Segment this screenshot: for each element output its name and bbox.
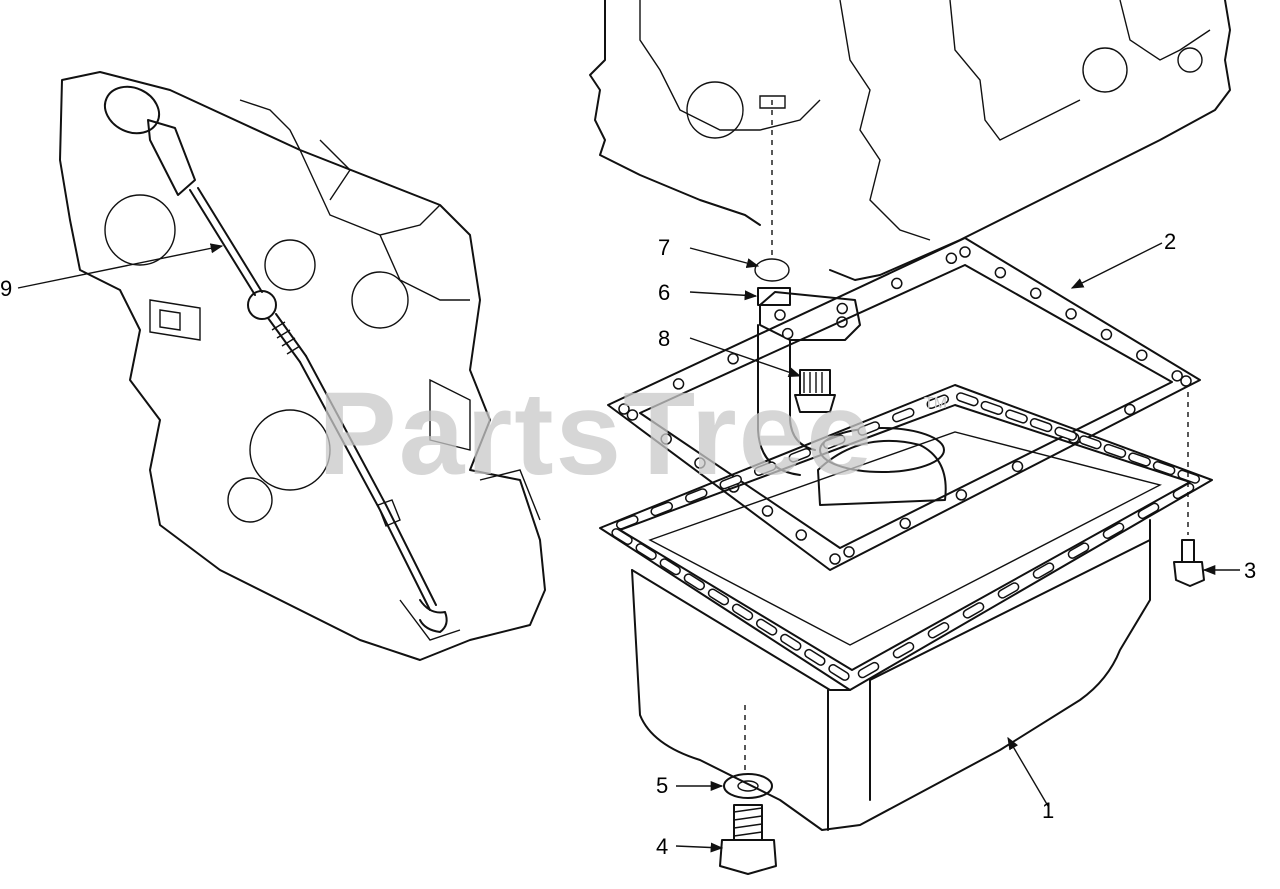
pan-flange-slot xyxy=(804,648,826,666)
gasket-bolt-hole xyxy=(1100,328,1113,341)
pan-flange-slot xyxy=(962,602,985,619)
callout-7[interactable]: 7 xyxy=(658,235,671,260)
callout-9[interactable]: 9 xyxy=(0,276,13,301)
gasket-bolt-hole xyxy=(626,409,639,421)
pan-flange-slot xyxy=(780,633,802,651)
oil-pan-gasket xyxy=(607,237,1201,571)
gasket-bolt-hole xyxy=(795,529,807,541)
pan-flange-slot xyxy=(635,543,657,561)
gasket-bolt-hole xyxy=(959,246,971,258)
pan-flange-slot xyxy=(1172,482,1195,500)
pan-flange-slot xyxy=(1152,461,1176,476)
gasket-bolt-hole xyxy=(994,266,1007,279)
pan-flange-slot xyxy=(857,661,880,679)
pan-flange-slot xyxy=(659,558,681,576)
pan-flange-slot xyxy=(1032,562,1055,579)
dipstick xyxy=(103,85,448,633)
pan-flange-slot xyxy=(788,448,812,463)
pan-flange-slot xyxy=(892,641,915,659)
drain-plug xyxy=(719,705,777,875)
pan-flange-slot xyxy=(1067,542,1090,559)
pan-flange-slot xyxy=(926,394,950,409)
gasket-bolt-hole xyxy=(1171,370,1183,382)
pan-flange-slot xyxy=(1029,418,1053,433)
pan-flange-slot xyxy=(822,434,846,450)
callout-1[interactable]: 1 xyxy=(1042,798,1055,823)
pan-flange-slot xyxy=(997,582,1020,599)
gasket-bolt-hole xyxy=(1136,349,1148,361)
gasket-bolt-hole xyxy=(945,252,958,265)
pan-flange-slot xyxy=(1005,409,1028,424)
gasket-bolt-hole xyxy=(618,403,630,415)
callout-8[interactable]: 8 xyxy=(658,326,671,351)
gasket-bolt-hole xyxy=(955,489,968,501)
gasket-bolt-hole xyxy=(843,546,855,558)
leader-lines xyxy=(17,242,1240,853)
pan-flange-slot xyxy=(1137,502,1160,520)
gasket-bolt-hole xyxy=(1124,403,1136,416)
callout-6[interactable]: 6 xyxy=(658,280,671,305)
gasket-bolt-hole xyxy=(694,457,706,469)
pan-flange-slot xyxy=(611,528,633,546)
callout-4[interactable]: 4 xyxy=(656,834,669,859)
gasket-bolt-hole xyxy=(672,378,685,390)
gasket-bolt-hole xyxy=(727,353,739,365)
gasket-bolt-hole xyxy=(781,327,794,340)
pan-flange-slot xyxy=(927,622,950,639)
gasket-bolt-hole xyxy=(1011,460,1024,473)
gasket-bolt-hole xyxy=(1065,308,1077,320)
engine-block-left xyxy=(59,71,546,661)
pan-flange-slot xyxy=(755,618,778,636)
gasket-bolt-hole xyxy=(761,505,774,517)
bolt-3 xyxy=(1173,392,1205,587)
engine-block-upper xyxy=(589,0,1231,281)
callout-5[interactable]: 5 xyxy=(656,773,669,798)
oil-pan xyxy=(599,384,1213,831)
pan-flange-slot xyxy=(857,421,881,436)
gasket-bolt-hole xyxy=(829,553,841,565)
pan-flange-slot xyxy=(650,501,674,517)
pan-flange-slot xyxy=(891,407,915,423)
pan-flange-slot xyxy=(683,573,706,591)
gasket-bolt-hole xyxy=(891,277,903,290)
pan-flange-slot xyxy=(1054,426,1078,441)
pan-flange-slot xyxy=(615,515,639,530)
callout-3[interactable]: 3 xyxy=(1244,558,1257,583)
watermark: PartsTree xyxy=(318,368,874,500)
pan-flange-slot xyxy=(753,461,777,476)
pan-flange-slot xyxy=(1102,522,1125,539)
pan-flange-slot xyxy=(731,603,754,621)
pan-flange-slot xyxy=(828,663,850,681)
gasket-bolt-hole xyxy=(660,433,672,445)
callout-2[interactable]: 2 xyxy=(1164,229,1177,254)
watermark-trademark: TM xyxy=(924,395,948,412)
gasket-bolt-hole xyxy=(899,517,911,530)
pan-flange-slot xyxy=(1128,452,1151,467)
pan-flange-slot xyxy=(1103,443,1127,458)
gasket-bolt-hole xyxy=(836,302,848,315)
gasket-bolt-hole xyxy=(1180,375,1192,387)
pan-flange-slot xyxy=(707,588,730,606)
pan-flange-slot xyxy=(980,400,1004,415)
pan-flange-slot xyxy=(1078,435,1102,450)
pan-flange-slot xyxy=(719,474,743,490)
pan-flange-slot xyxy=(955,392,979,407)
gasket-bolt-hole xyxy=(1029,287,1042,300)
pan-flange-slot xyxy=(684,488,708,503)
